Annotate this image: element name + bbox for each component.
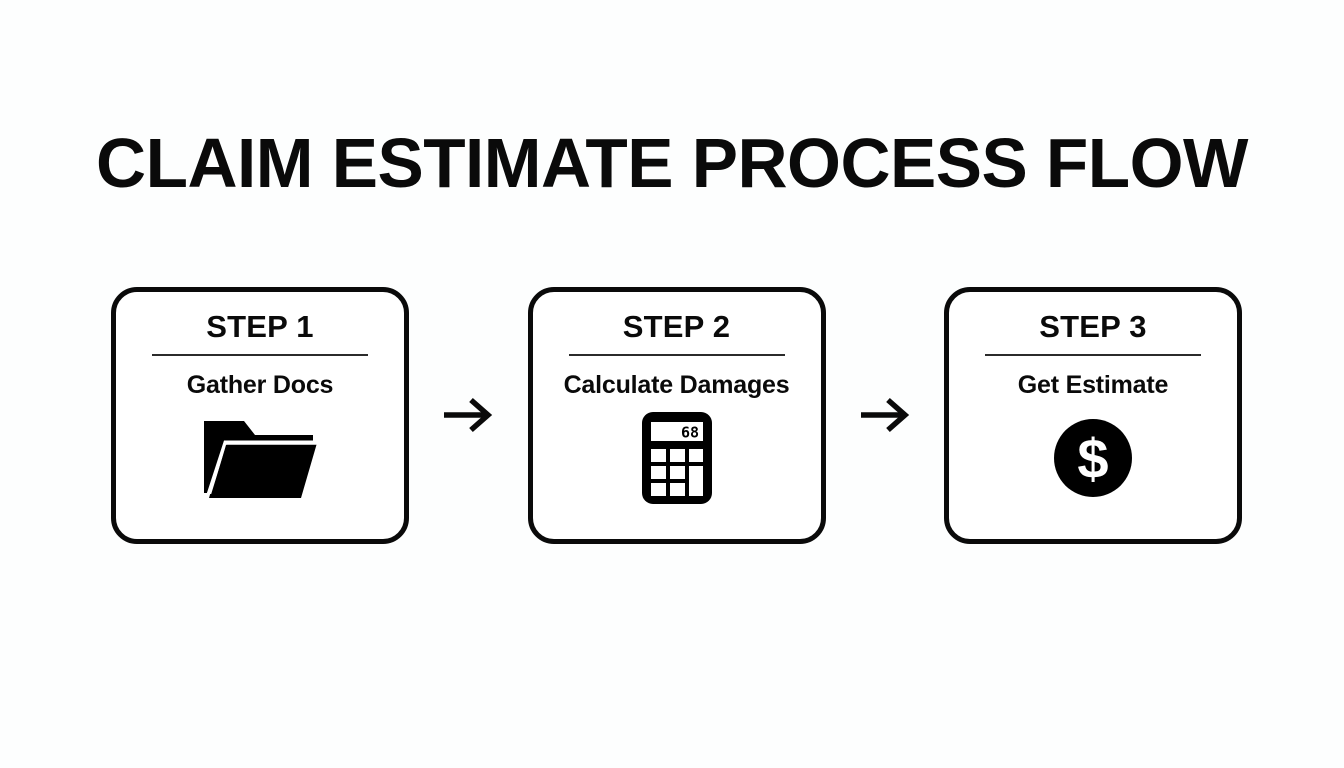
folder-icon [201, 415, 319, 501]
process-flow-row: STEP 1 Gather Docs [111, 286, 1242, 544]
dollar-circle-icon: $ [1053, 418, 1133, 498]
arrow-step2-to-step3 [855, 385, 915, 445]
step-card-2[interactable]: STEP 2 Calculate Damages 68 [527, 286, 826, 544]
step-3-subtitle: Get Estimate [1017, 370, 1169, 399]
step-3-divider [985, 353, 1201, 356]
step-1-icon-wrap [201, 413, 319, 503]
calculator-icon: 68 [640, 410, 714, 506]
step-2-divider [568, 353, 785, 356]
step-1-label: STEP 1 [206, 308, 314, 344]
step-1-subtitle: Gather Docs [186, 370, 334, 399]
step-card-1[interactable]: STEP 1 Gather Docs [111, 286, 409, 544]
step-2-icon-wrap: 68 [640, 410, 714, 506]
step-1-divider [152, 353, 368, 356]
step-3-icon-wrap: $ [1053, 413, 1133, 503]
step-2-subtitle: Calculate Damages [563, 370, 790, 399]
step-3-label: STEP 3 [1039, 308, 1147, 344]
step-2-label: STEP 2 [622, 308, 731, 344]
page-title: CLAIM ESTIMATE PROCESS FLOW [96, 124, 1248, 202]
arrow-step1-to-step2 [438, 385, 498, 445]
dollar-symbol: $ [1077, 427, 1108, 490]
step-card-3[interactable]: STEP 3 Get Estimate $ [944, 286, 1242, 544]
calculator-display-value: 68 [680, 423, 698, 441]
